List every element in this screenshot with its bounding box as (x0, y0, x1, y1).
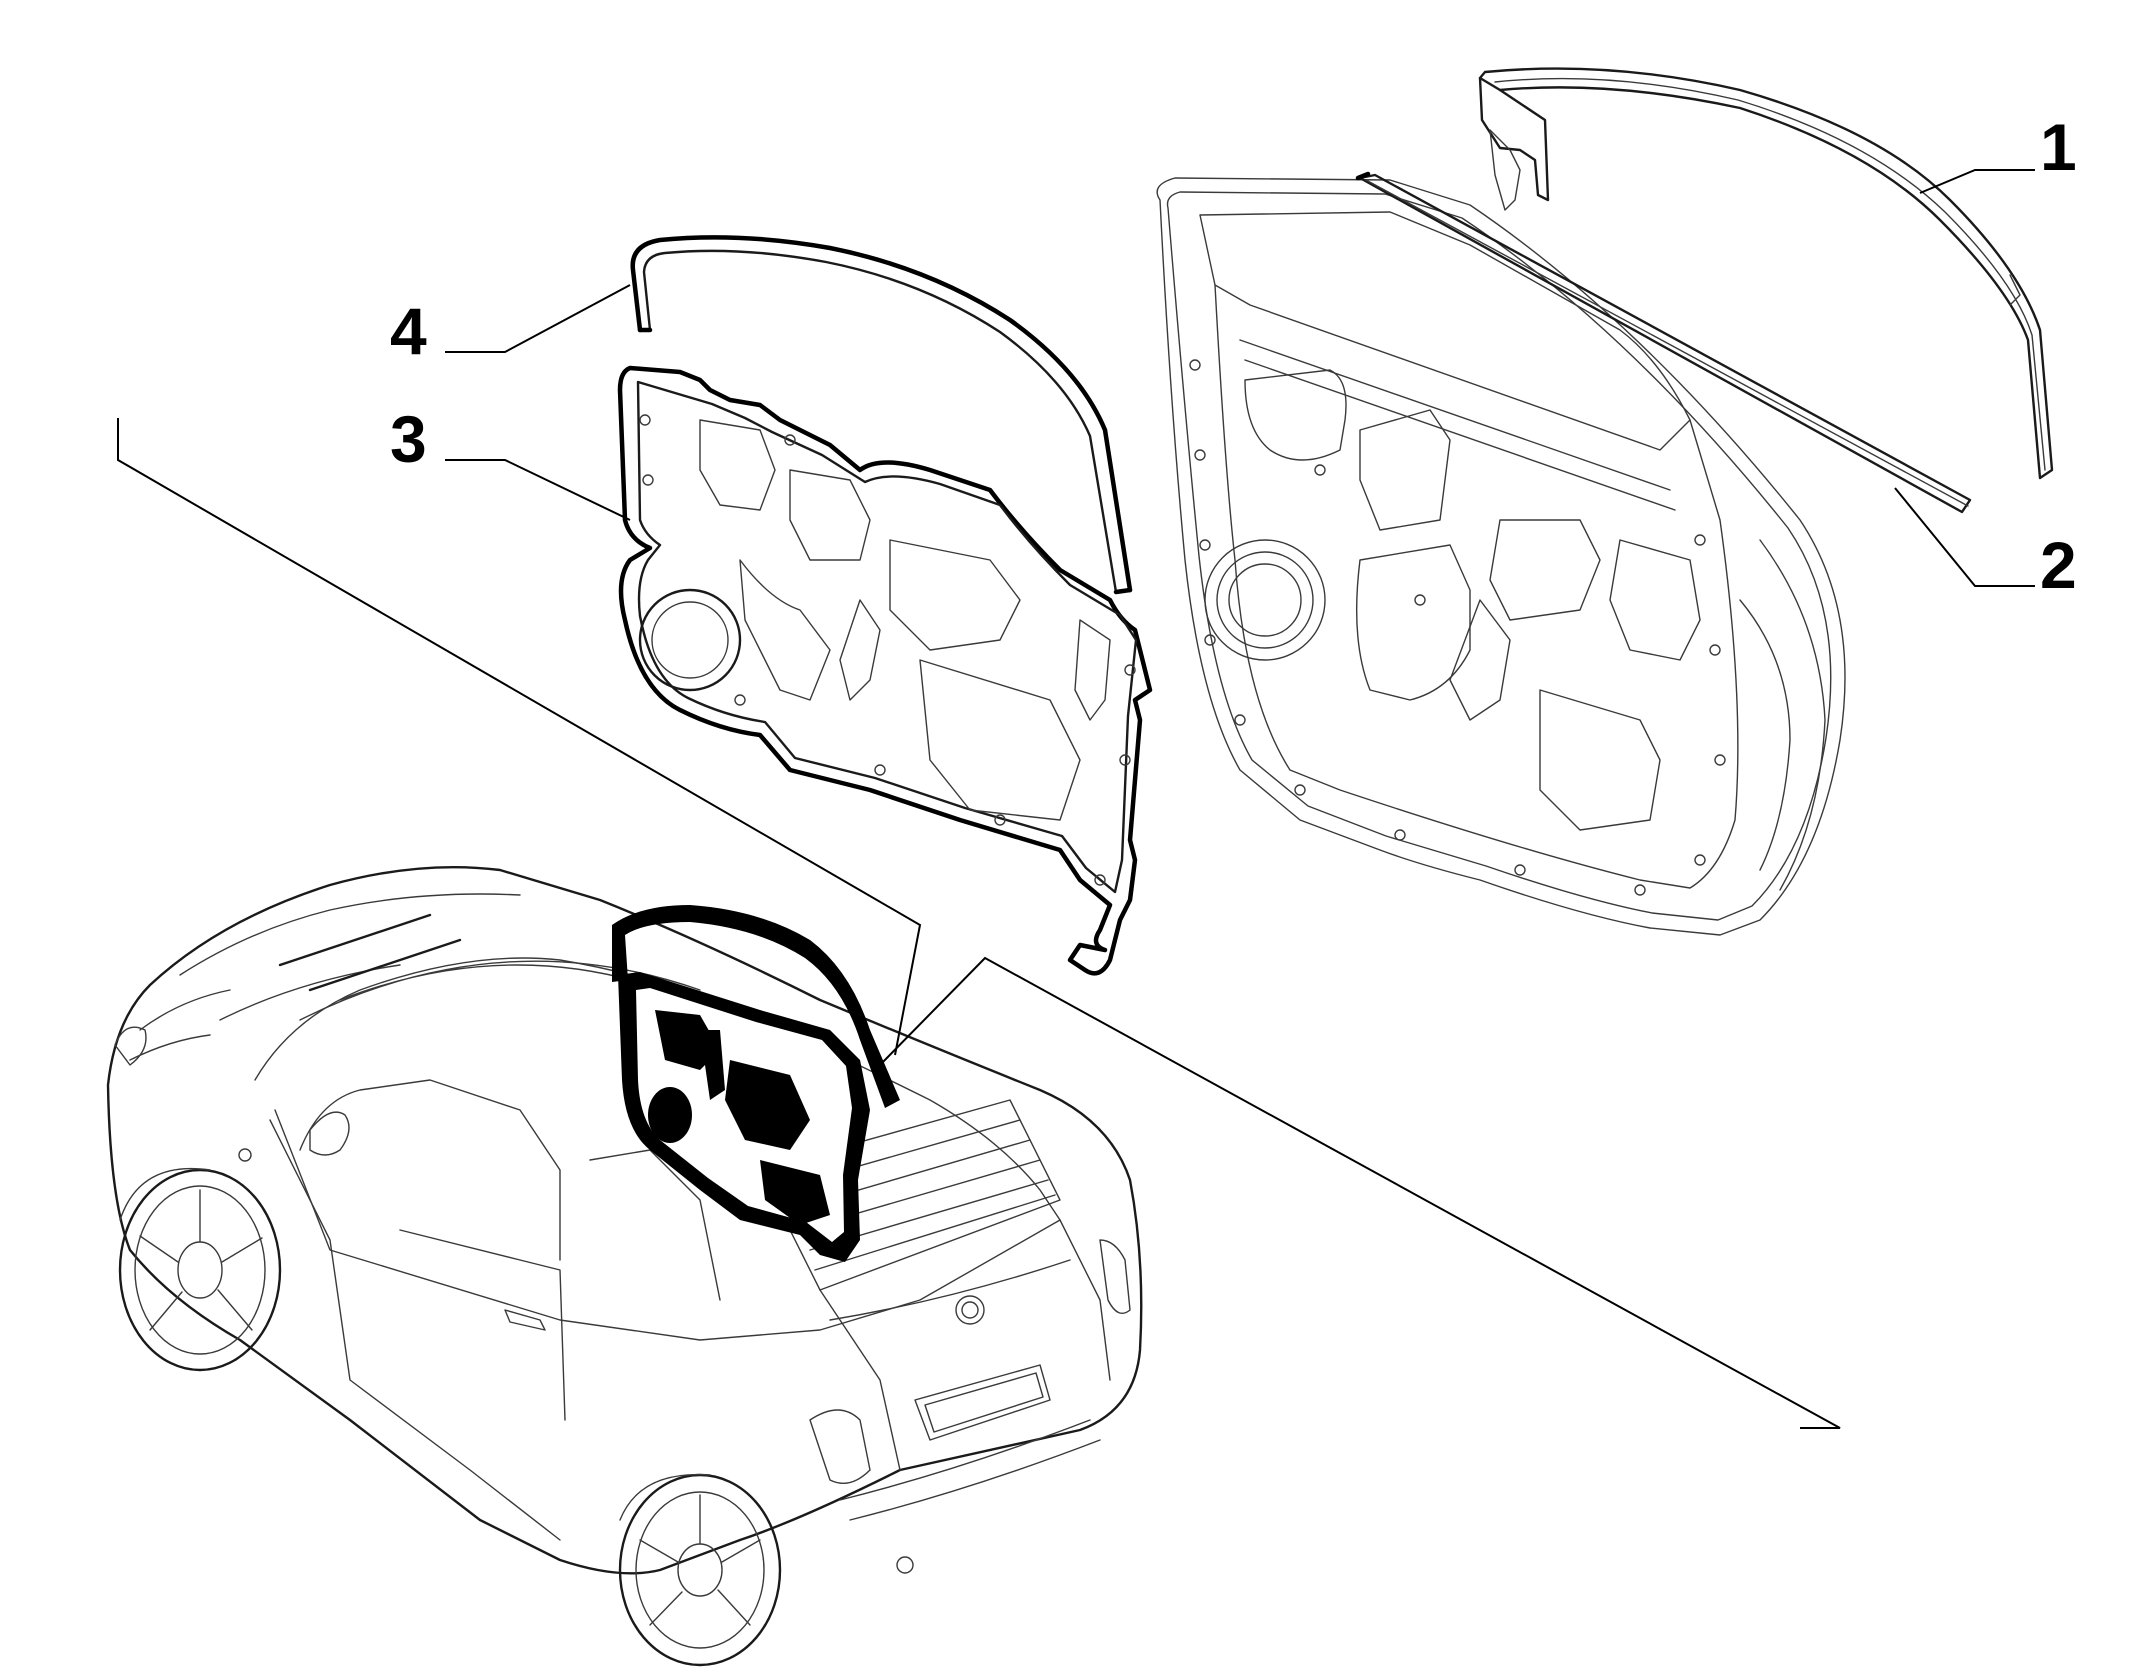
callout-2: 2 (2040, 528, 2077, 602)
belt-weatherstrip-part (1355, 171, 1972, 514)
callout-4: 4 (390, 294, 427, 368)
window-channel-frame-part (1478, 67, 2054, 480)
front-wheel (118, 1167, 282, 1372)
door-inner-panel-seal-part (617, 365, 1153, 976)
door-seal-strip-part (630, 235, 1133, 595)
rear-wheel (618, 1473, 782, 1667)
callout-1: 1 (2040, 110, 2077, 184)
leader-lines (117, 169, 2035, 1429)
car-overview (106, 865, 1143, 1667)
door-shell-holes (1189, 359, 1726, 896)
car-door-highlight (612, 905, 900, 1262)
callout-labels: 1 2 3 4 (390, 110, 2077, 602)
panel-holes (639, 414, 1136, 886)
callout-3: 3 (390, 402, 427, 476)
door-shell (1156, 177, 1846, 936)
